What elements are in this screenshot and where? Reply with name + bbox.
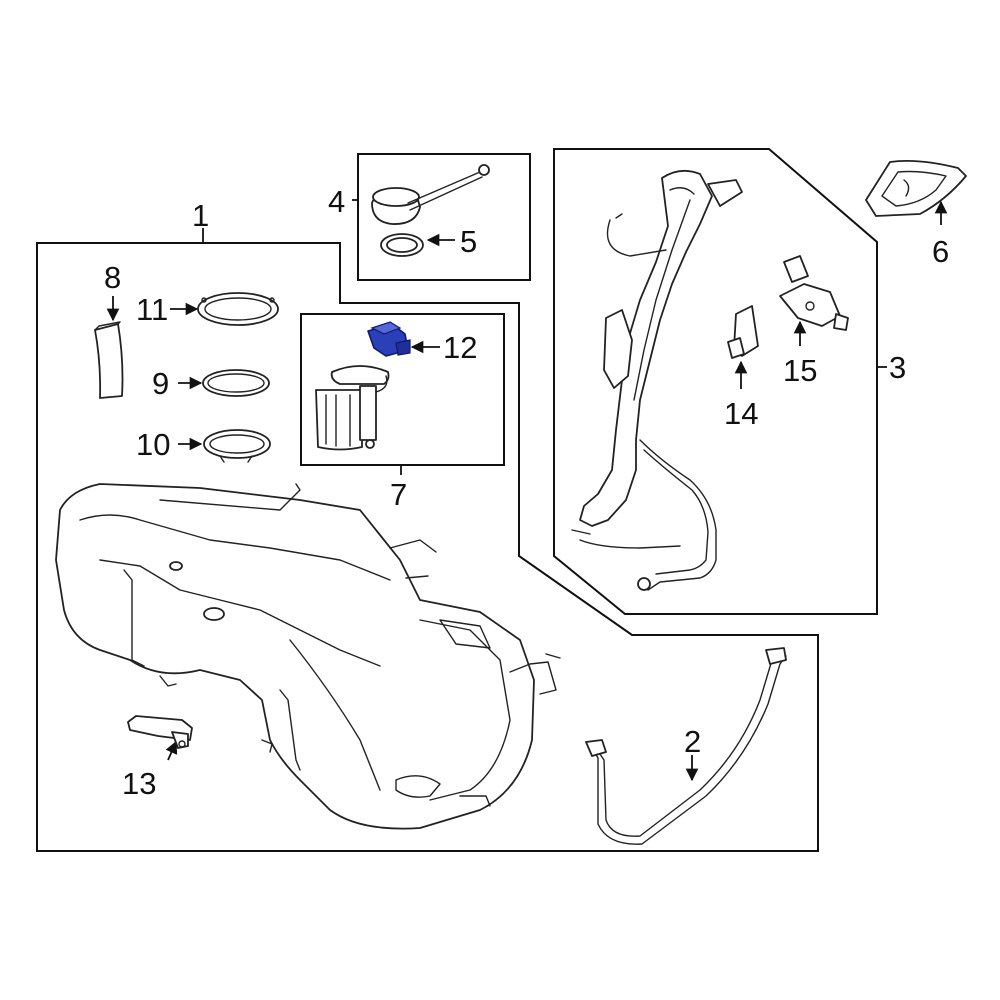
purge-valve [779,255,849,331]
callout-13: 13 [122,766,156,801]
callout-11: 11 [136,292,168,327]
fuel-pump-module [315,365,390,451]
tank-pad [94,321,124,399]
fuel-tank-group-frame [36,242,819,852]
callout-5: 5 [460,224,477,259]
seal-ring-9 [202,369,270,397]
callout-3: 3 [889,350,906,385]
tank-gasket-11 [197,292,279,326]
fuel-pump-group-frame [300,313,505,466]
filler-door-cover [865,159,967,217]
callout-2: 2 [684,724,701,759]
cap-seal-ring [380,233,424,257]
tank-sensor [127,715,193,749]
tank-strap [585,647,787,845]
fuel-pressure-sensor [367,321,411,357]
filler-cap-group-frame [357,153,531,281]
callout-4: 4 [328,184,345,219]
callout-15: 15 [783,353,817,388]
callout-10: 10 [136,427,170,462]
lock-ring-10 [203,429,271,463]
filler-neck-group-frame [553,148,878,615]
callout-14: 14 [724,396,758,431]
sensor-connector [727,305,759,359]
callout-8: 8 [104,260,121,295]
callout-1: 1 [192,198,209,233]
callout-9: 9 [152,366,169,401]
fuel-filler-cap [371,164,490,225]
leader-13 [165,740,178,761]
filler-neck-assembly [571,169,743,591]
callout-12: 12 [443,330,477,365]
callout-7: 7 [390,477,407,512]
callout-6: 6 [932,234,949,269]
fuel-tank [55,483,561,830]
